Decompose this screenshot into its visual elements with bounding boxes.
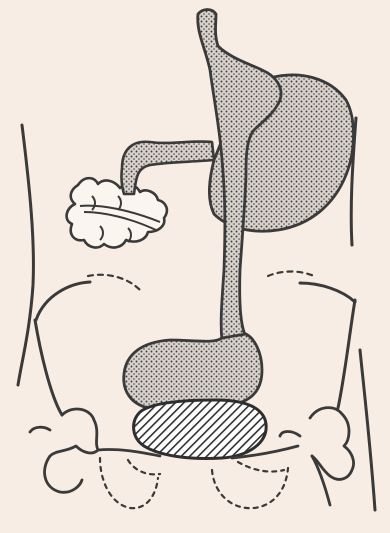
small-intestine-loops [67,178,167,247]
left-rib-dotted [88,275,140,290]
obturator-foramina [100,458,288,508]
right-waist-curve [338,300,355,408]
left-rib-margin [36,282,90,320]
right-obturator-outer [212,468,288,508]
rectal-stump [134,400,267,459]
left-iliac-crest [45,409,98,492]
left-waist-curve [35,320,62,415]
left-obturator-inner [128,460,160,474]
right-rib-dotted [268,272,314,277]
ileal-pouch [124,334,262,410]
left-obturator-outer [100,458,158,508]
right-lower-hip [312,456,330,505]
dotted-markings [88,272,314,291]
left-pelvic-rim [30,427,50,432]
right-obturator-inner [238,462,284,472]
right-pelvic-rim [280,432,300,437]
duodenum [121,142,214,194]
right-iliac-crest [310,408,354,480]
right-rib-margin [300,283,355,302]
left-flank-line [18,125,33,385]
right-lower-flank [360,350,375,510]
